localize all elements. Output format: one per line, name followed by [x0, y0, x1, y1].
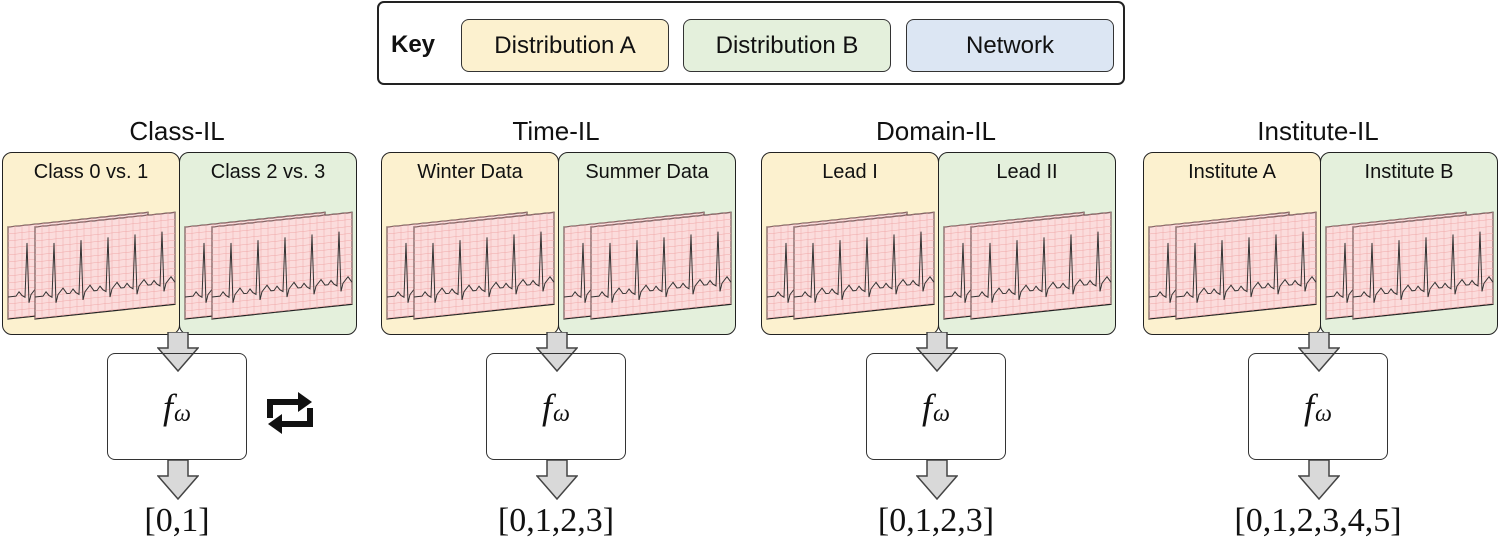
key-distribution-b: Distribution B — [683, 19, 891, 72]
output-classes: [0,1] — [144, 502, 210, 539]
network-subscript: ω — [553, 401, 570, 427]
scenario-title: Time-IL — [512, 116, 600, 146]
distribution-a-panel: Winter Data — [381, 152, 559, 335]
distribution-a-label: Institute A — [1188, 161, 1276, 183]
distribution-b-label: Class 2 vs. 3 — [210, 161, 326, 183]
distribution-b-panel: Institute B — [1320, 152, 1498, 335]
ecg-strip-icon — [386, 211, 555, 320]
down-arrow-icon — [535, 331, 579, 377]
ecg-strip-icon — [766, 211, 935, 320]
distribution-b-panel: Lead II — [938, 152, 1116, 335]
distribution-b-label: Institute B — [1364, 161, 1454, 183]
scenario-title: Institute-IL — [1257, 116, 1379, 146]
distribution-a-label: Winter Data — [417, 161, 523, 183]
scenario-title: Domain-IL — [876, 116, 996, 146]
distribution-a-panel: Class 0 vs. 1 — [2, 152, 180, 335]
key-title: Key — [391, 31, 436, 58]
key-distribution-a-label: Distribution A — [494, 31, 636, 59]
output-classes: [0,1,2,3,4,5] — [1234, 502, 1402, 539]
ecg-strip-icon — [7, 211, 176, 320]
down-arrow-icon — [156, 459, 200, 505]
network-subscript: ω — [933, 401, 950, 427]
network-subscript: ω — [174, 401, 191, 427]
key-network: Network — [906, 19, 1114, 72]
down-arrow-icon — [1297, 459, 1341, 505]
legend-key: Key Distribution A Distribution B Networ… — [377, 1, 1125, 85]
distribution-a-panel: Lead I — [761, 152, 939, 335]
ecg-strip-icon — [184, 211, 353, 320]
down-arrow-icon — [915, 331, 959, 377]
output-classes: [0,1,2,3] — [877, 502, 995, 539]
key-network-label: Network — [965, 31, 1055, 59]
distribution-b-label: Summer Data — [585, 161, 709, 183]
output-classes: [0,1,2,3] — [497, 502, 615, 539]
network-symbol: f — [163, 386, 174, 427]
network-symbol: f — [922, 386, 933, 427]
key-distribution-a: Distribution A — [461, 19, 669, 72]
ecg-strip-icon — [943, 211, 1112, 320]
distribution-b-label: Lead II — [996, 161, 1058, 183]
down-arrow-icon — [915, 459, 959, 505]
distribution-b-panel: Summer Data — [558, 152, 736, 335]
down-arrow-icon — [1297, 331, 1341, 377]
down-arrow-icon — [535, 459, 579, 505]
refresh-cycle-icon — [260, 388, 320, 443]
distribution-a-panel: Institute A — [1143, 152, 1321, 335]
scenario-title: Class-IL — [129, 116, 225, 146]
down-arrow-icon — [156, 331, 200, 377]
ecg-strip-icon — [1325, 211, 1494, 320]
ecg-strip-icon — [563, 211, 732, 320]
distribution-b-panel: Class 2 vs. 3 — [179, 152, 357, 335]
distribution-a-label: Lead I — [822, 161, 878, 183]
ecg-strip-icon — [1148, 211, 1317, 320]
network-symbol: f — [1304, 386, 1315, 427]
key-distribution-b-label: Distribution B — [715, 31, 859, 59]
distribution-a-label: Class 0 vs. 1 — [33, 161, 149, 183]
network-subscript: ω — [1315, 401, 1332, 427]
network-symbol: f — [542, 386, 553, 427]
